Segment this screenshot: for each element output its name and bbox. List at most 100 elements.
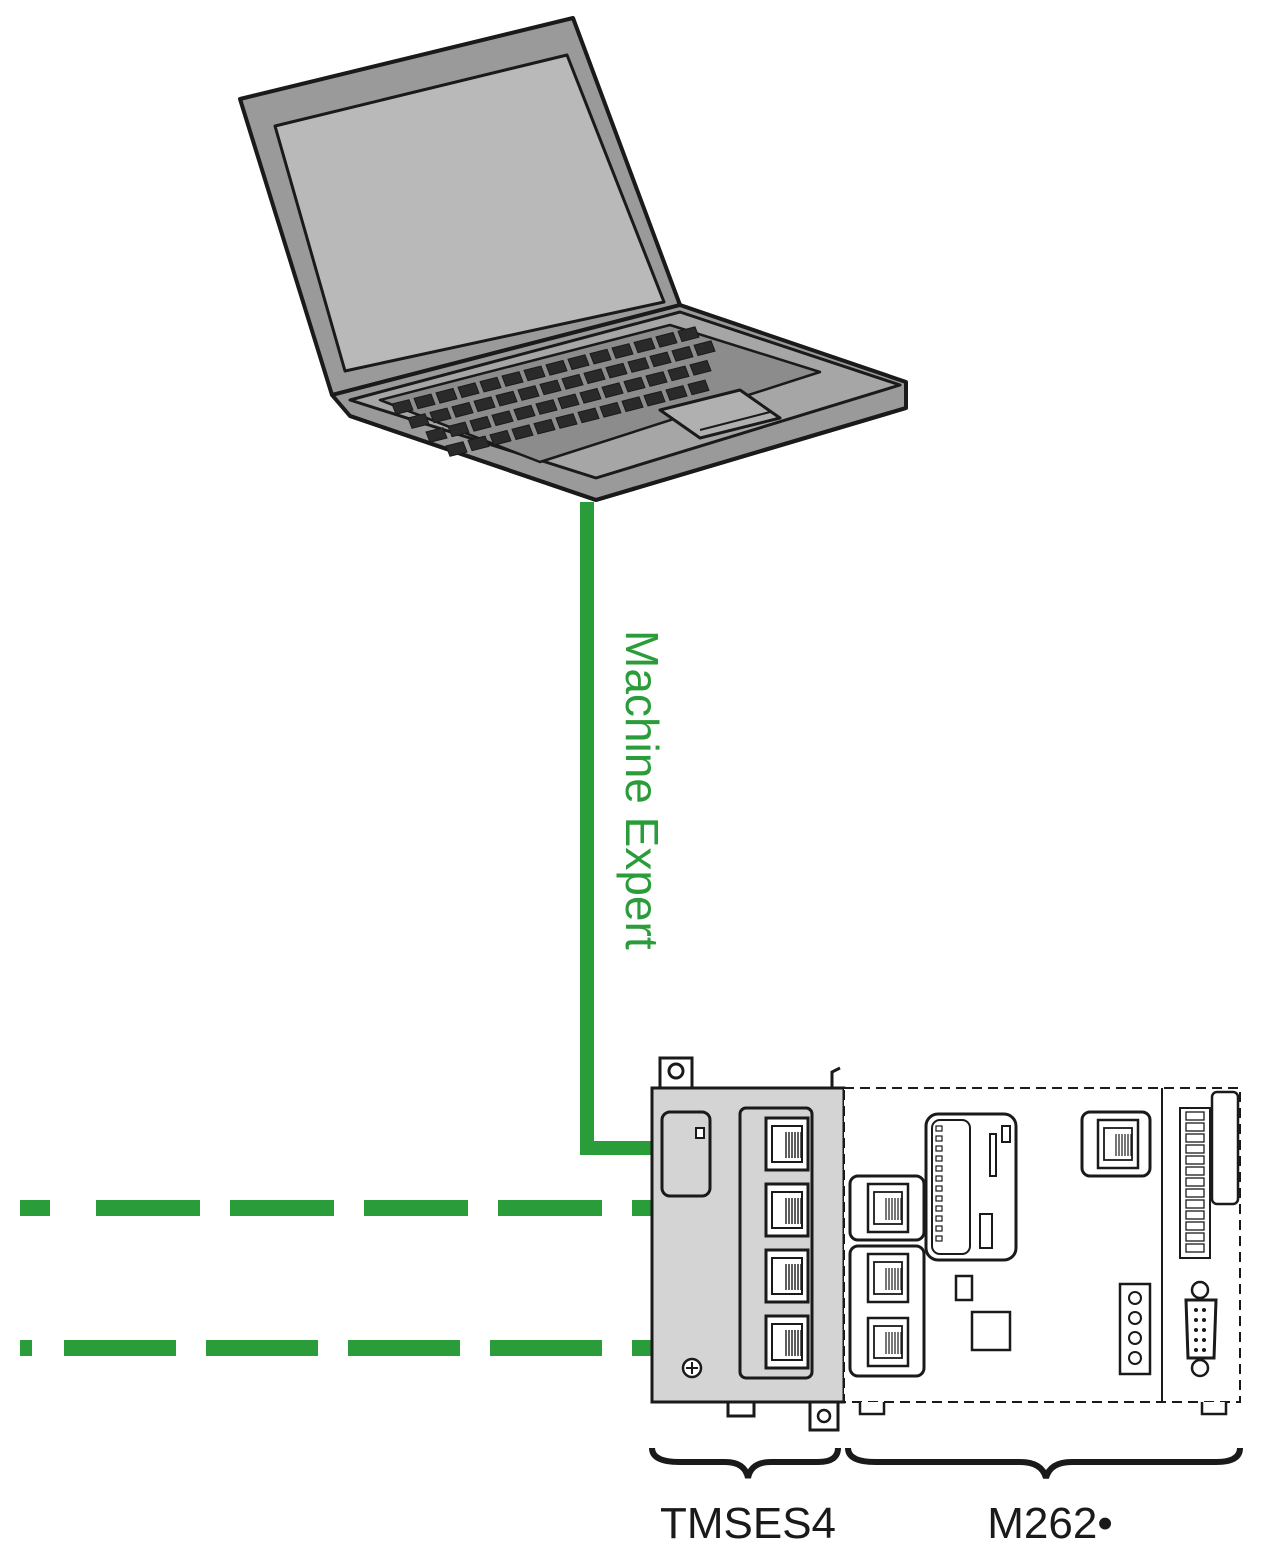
keyboard-key (545, 359, 568, 376)
keyboard-key (517, 385, 540, 401)
keyboard-key (451, 401, 474, 418)
status-led (935, 1125, 943, 1132)
keyboard-key (671, 345, 694, 362)
keyboard-key (491, 410, 514, 427)
keyboard-key (611, 343, 634, 359)
terminal-pin (1185, 1133, 1205, 1143)
keyboard-key (645, 371, 668, 387)
keyboard-key (557, 393, 580, 410)
keyboard-key (523, 365, 546, 382)
keyboard-key (621, 396, 644, 413)
keyboard-key (689, 359, 712, 376)
keyboard-key (429, 407, 452, 424)
keyboard-key (391, 399, 414, 415)
keyboard-key (435, 387, 458, 404)
laptop-icon (238, 16, 908, 502)
controller-details (866, 1111, 1206, 1368)
terminal-pin (1185, 1166, 1205, 1176)
m262-controller (843, 1087, 1241, 1416)
terminal-pin (1185, 1243, 1205, 1253)
keyboard-key (589, 348, 612, 365)
db9-pin (1194, 1318, 1198, 1322)
db9-pin (1202, 1338, 1206, 1342)
terminal-pin (1185, 1111, 1205, 1121)
db9-pin (1202, 1328, 1206, 1332)
keyboard-key (539, 379, 562, 396)
db9-pin (1194, 1348, 1198, 1352)
keyboard-key (605, 362, 628, 379)
keyboard-key (677, 326, 700, 343)
db9-pin (1202, 1318, 1206, 1322)
keyboard-key (469, 415, 492, 432)
keyboard-key (479, 376, 502, 393)
keyboard-key (495, 390, 518, 407)
keyboard-key (577, 407, 600, 424)
keyboard-key (457, 382, 480, 399)
keyboard-key (407, 413, 430, 429)
keyboard-key (583, 368, 606, 385)
terminal-pin (1185, 1144, 1205, 1154)
switch-ports (764, 1116, 810, 1370)
keyboard-key (535, 399, 558, 415)
ethernet-cable-solid (580, 502, 780, 1155)
status-led (935, 1165, 943, 1172)
terminal-pin (1185, 1122, 1205, 1132)
terminal-pin (1185, 1232, 1205, 1242)
status-led (935, 1235, 943, 1242)
switch-brace (649, 1447, 841, 1479)
db9-pin (1202, 1348, 1206, 1352)
keyboard-key (513, 404, 536, 421)
terminal-pin (1185, 1155, 1205, 1165)
db9-pin (1194, 1328, 1198, 1332)
status-led (935, 1215, 943, 1222)
rj45-port (764, 1314, 810, 1370)
terminal-pin (1185, 1177, 1205, 1187)
rj45-port (866, 1182, 910, 1234)
rj45-port (1096, 1118, 1140, 1170)
power-terminal (1128, 1291, 1142, 1305)
keyboard-key (555, 413, 578, 429)
status-led (935, 1145, 943, 1152)
keyboard-key (655, 331, 678, 348)
keyboard-key (643, 390, 666, 407)
rj45-port (764, 1116, 810, 1172)
keyboard-key (667, 365, 690, 382)
laptop-screen (273, 53, 666, 373)
keyboard-key (561, 373, 584, 390)
status-led (935, 1225, 943, 1232)
keyboard-key (425, 427, 448, 443)
keyboard-key (601, 382, 624, 399)
power-terminal (1128, 1351, 1142, 1365)
db9-pin (1194, 1338, 1198, 1342)
keyboard-key (665, 385, 688, 401)
keyboard-key (501, 371, 524, 387)
db9-pin (1194, 1308, 1198, 1312)
keyboard-key (623, 376, 646, 393)
rj45-port (866, 1252, 910, 1304)
keyboard-key (489, 429, 512, 446)
keyboard-key (413, 393, 436, 410)
status-led (935, 1135, 943, 1142)
switch-label: TMSES4 (660, 1499, 836, 1548)
status-led (935, 1175, 943, 1182)
terminal-pin (1185, 1210, 1205, 1220)
terminal-pin (1185, 1199, 1205, 1209)
keyboard-key (511, 424, 534, 441)
status-led (935, 1195, 943, 1202)
tmses4-switch (650, 1056, 846, 1432)
keyboard-key (599, 401, 622, 418)
keyboard-key (473, 396, 496, 413)
keyboard-key (467, 435, 490, 452)
power-terminal (1128, 1331, 1142, 1345)
controller-brace (845, 1447, 1243, 1479)
terminal-pin (1185, 1188, 1205, 1198)
keyboard-key (687, 379, 710, 396)
keyboard-key (649, 351, 672, 368)
rj45-port (764, 1182, 810, 1238)
keyboard-key (579, 387, 602, 404)
keyboard-keys (391, 326, 716, 457)
keyboard-key (445, 441, 468, 457)
rj45-port (866, 1316, 910, 1368)
status-led (935, 1205, 943, 1212)
